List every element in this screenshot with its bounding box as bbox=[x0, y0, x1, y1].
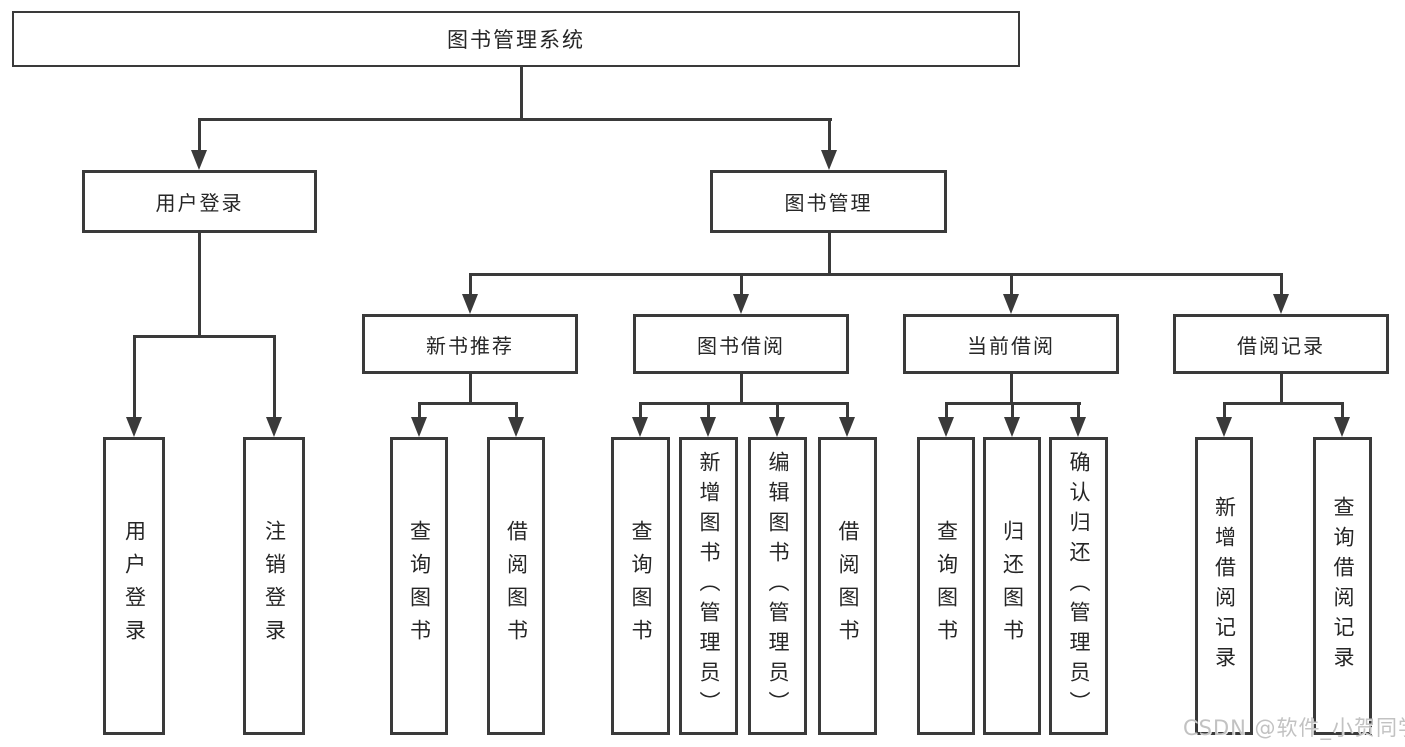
connector-line bbox=[133, 335, 276, 338]
connector-line bbox=[469, 273, 472, 299]
arrowhead-down-icon bbox=[411, 417, 427, 437]
arrowhead-down-icon bbox=[769, 417, 785, 437]
leaf-add-book-admin: 新增图书（管理员） bbox=[679, 437, 738, 735]
node-book-management: 图书管理 bbox=[710, 170, 947, 233]
arrowhead-down-icon bbox=[700, 417, 716, 437]
connector-line bbox=[418, 402, 421, 420]
node-current-borrowing: 当前借阅 bbox=[903, 314, 1119, 374]
connector-line bbox=[740, 273, 743, 299]
connector-line bbox=[469, 273, 1283, 276]
connector-line bbox=[1077, 402, 1080, 420]
connector-line bbox=[776, 402, 779, 420]
connector-line bbox=[1011, 402, 1014, 420]
arrowhead-down-icon bbox=[508, 417, 524, 437]
arrowhead-down-icon bbox=[462, 294, 478, 314]
connector-line bbox=[198, 118, 832, 121]
arrowhead-down-icon bbox=[1216, 417, 1232, 437]
connector-line bbox=[707, 402, 710, 420]
connector-line bbox=[469, 373, 472, 405]
arrowhead-down-icon bbox=[266, 417, 282, 437]
leaf-borrow-books-borrowing: 借阅图书 bbox=[818, 437, 877, 735]
leaf-query-books-current: 查询图书 bbox=[917, 437, 975, 735]
connector-line bbox=[828, 233, 831, 275]
connector-line bbox=[1223, 402, 1344, 405]
arrowhead-down-icon bbox=[839, 417, 855, 437]
node-book-borrowing: 图书借阅 bbox=[633, 314, 849, 374]
arrowhead-down-icon bbox=[1273, 294, 1289, 314]
node-borrowing-records: 借阅记录 bbox=[1173, 314, 1389, 374]
connector-line bbox=[520, 66, 523, 120]
connector-line bbox=[1223, 402, 1226, 420]
leaf-query-books-recommend: 查询图书 bbox=[390, 437, 448, 735]
connector-line bbox=[198, 233, 201, 337]
node-library-management-system: 图书管理系统 bbox=[12, 11, 1020, 67]
connector-line bbox=[515, 402, 518, 420]
arrowhead-down-icon bbox=[733, 294, 749, 314]
csdn-watermark: CSDN @软件_小贺同学 bbox=[1183, 716, 1405, 740]
arrowhead-down-icon bbox=[1003, 294, 1019, 314]
leaf-borrow-books-recommend: 借阅图书 bbox=[487, 437, 545, 735]
connector-line bbox=[418, 402, 518, 405]
arrowhead-down-icon bbox=[1334, 417, 1350, 437]
arrowhead-down-icon bbox=[821, 150, 837, 170]
arrowhead-down-icon bbox=[1004, 417, 1020, 437]
leaf-logout: 注销登录 bbox=[243, 437, 305, 735]
connector-line bbox=[1010, 373, 1013, 405]
leaf-add-borrow-record: 新增借阅记录 bbox=[1195, 437, 1253, 735]
connector-line bbox=[273, 335, 276, 420]
connector-line bbox=[198, 118, 201, 154]
leaf-query-borrow-record: 查询借阅记录 bbox=[1313, 437, 1372, 735]
arrowhead-down-icon bbox=[1070, 417, 1086, 437]
connector-line bbox=[133, 335, 136, 420]
arrowhead-down-icon bbox=[938, 417, 954, 437]
connector-line bbox=[846, 402, 849, 420]
connector-line bbox=[639, 402, 849, 405]
connector-line bbox=[828, 118, 831, 154]
arrowhead-down-icon bbox=[126, 417, 142, 437]
connector-line bbox=[1280, 373, 1283, 405]
leaf-edit-book-admin: 编辑图书（管理员） bbox=[748, 437, 807, 735]
leaf-confirm-return-admin: 确认归还（管理员） bbox=[1049, 437, 1108, 735]
connector-line bbox=[639, 402, 642, 420]
connector-line bbox=[740, 373, 743, 405]
leaf-query-books-borrowing: 查询图书 bbox=[611, 437, 670, 735]
node-user-login: 用户登录 bbox=[82, 170, 317, 233]
connector-line bbox=[1280, 273, 1283, 299]
connector-line bbox=[945, 402, 948, 420]
connector-line bbox=[1341, 402, 1344, 420]
leaf-user-login: 用户登录 bbox=[103, 437, 165, 735]
arrowhead-down-icon bbox=[191, 150, 207, 170]
leaf-return-book: 归还图书 bbox=[983, 437, 1041, 735]
connector-line bbox=[1010, 273, 1013, 299]
arrowhead-down-icon bbox=[632, 417, 648, 437]
node-new-book-recommend: 新书推荐 bbox=[362, 314, 578, 374]
